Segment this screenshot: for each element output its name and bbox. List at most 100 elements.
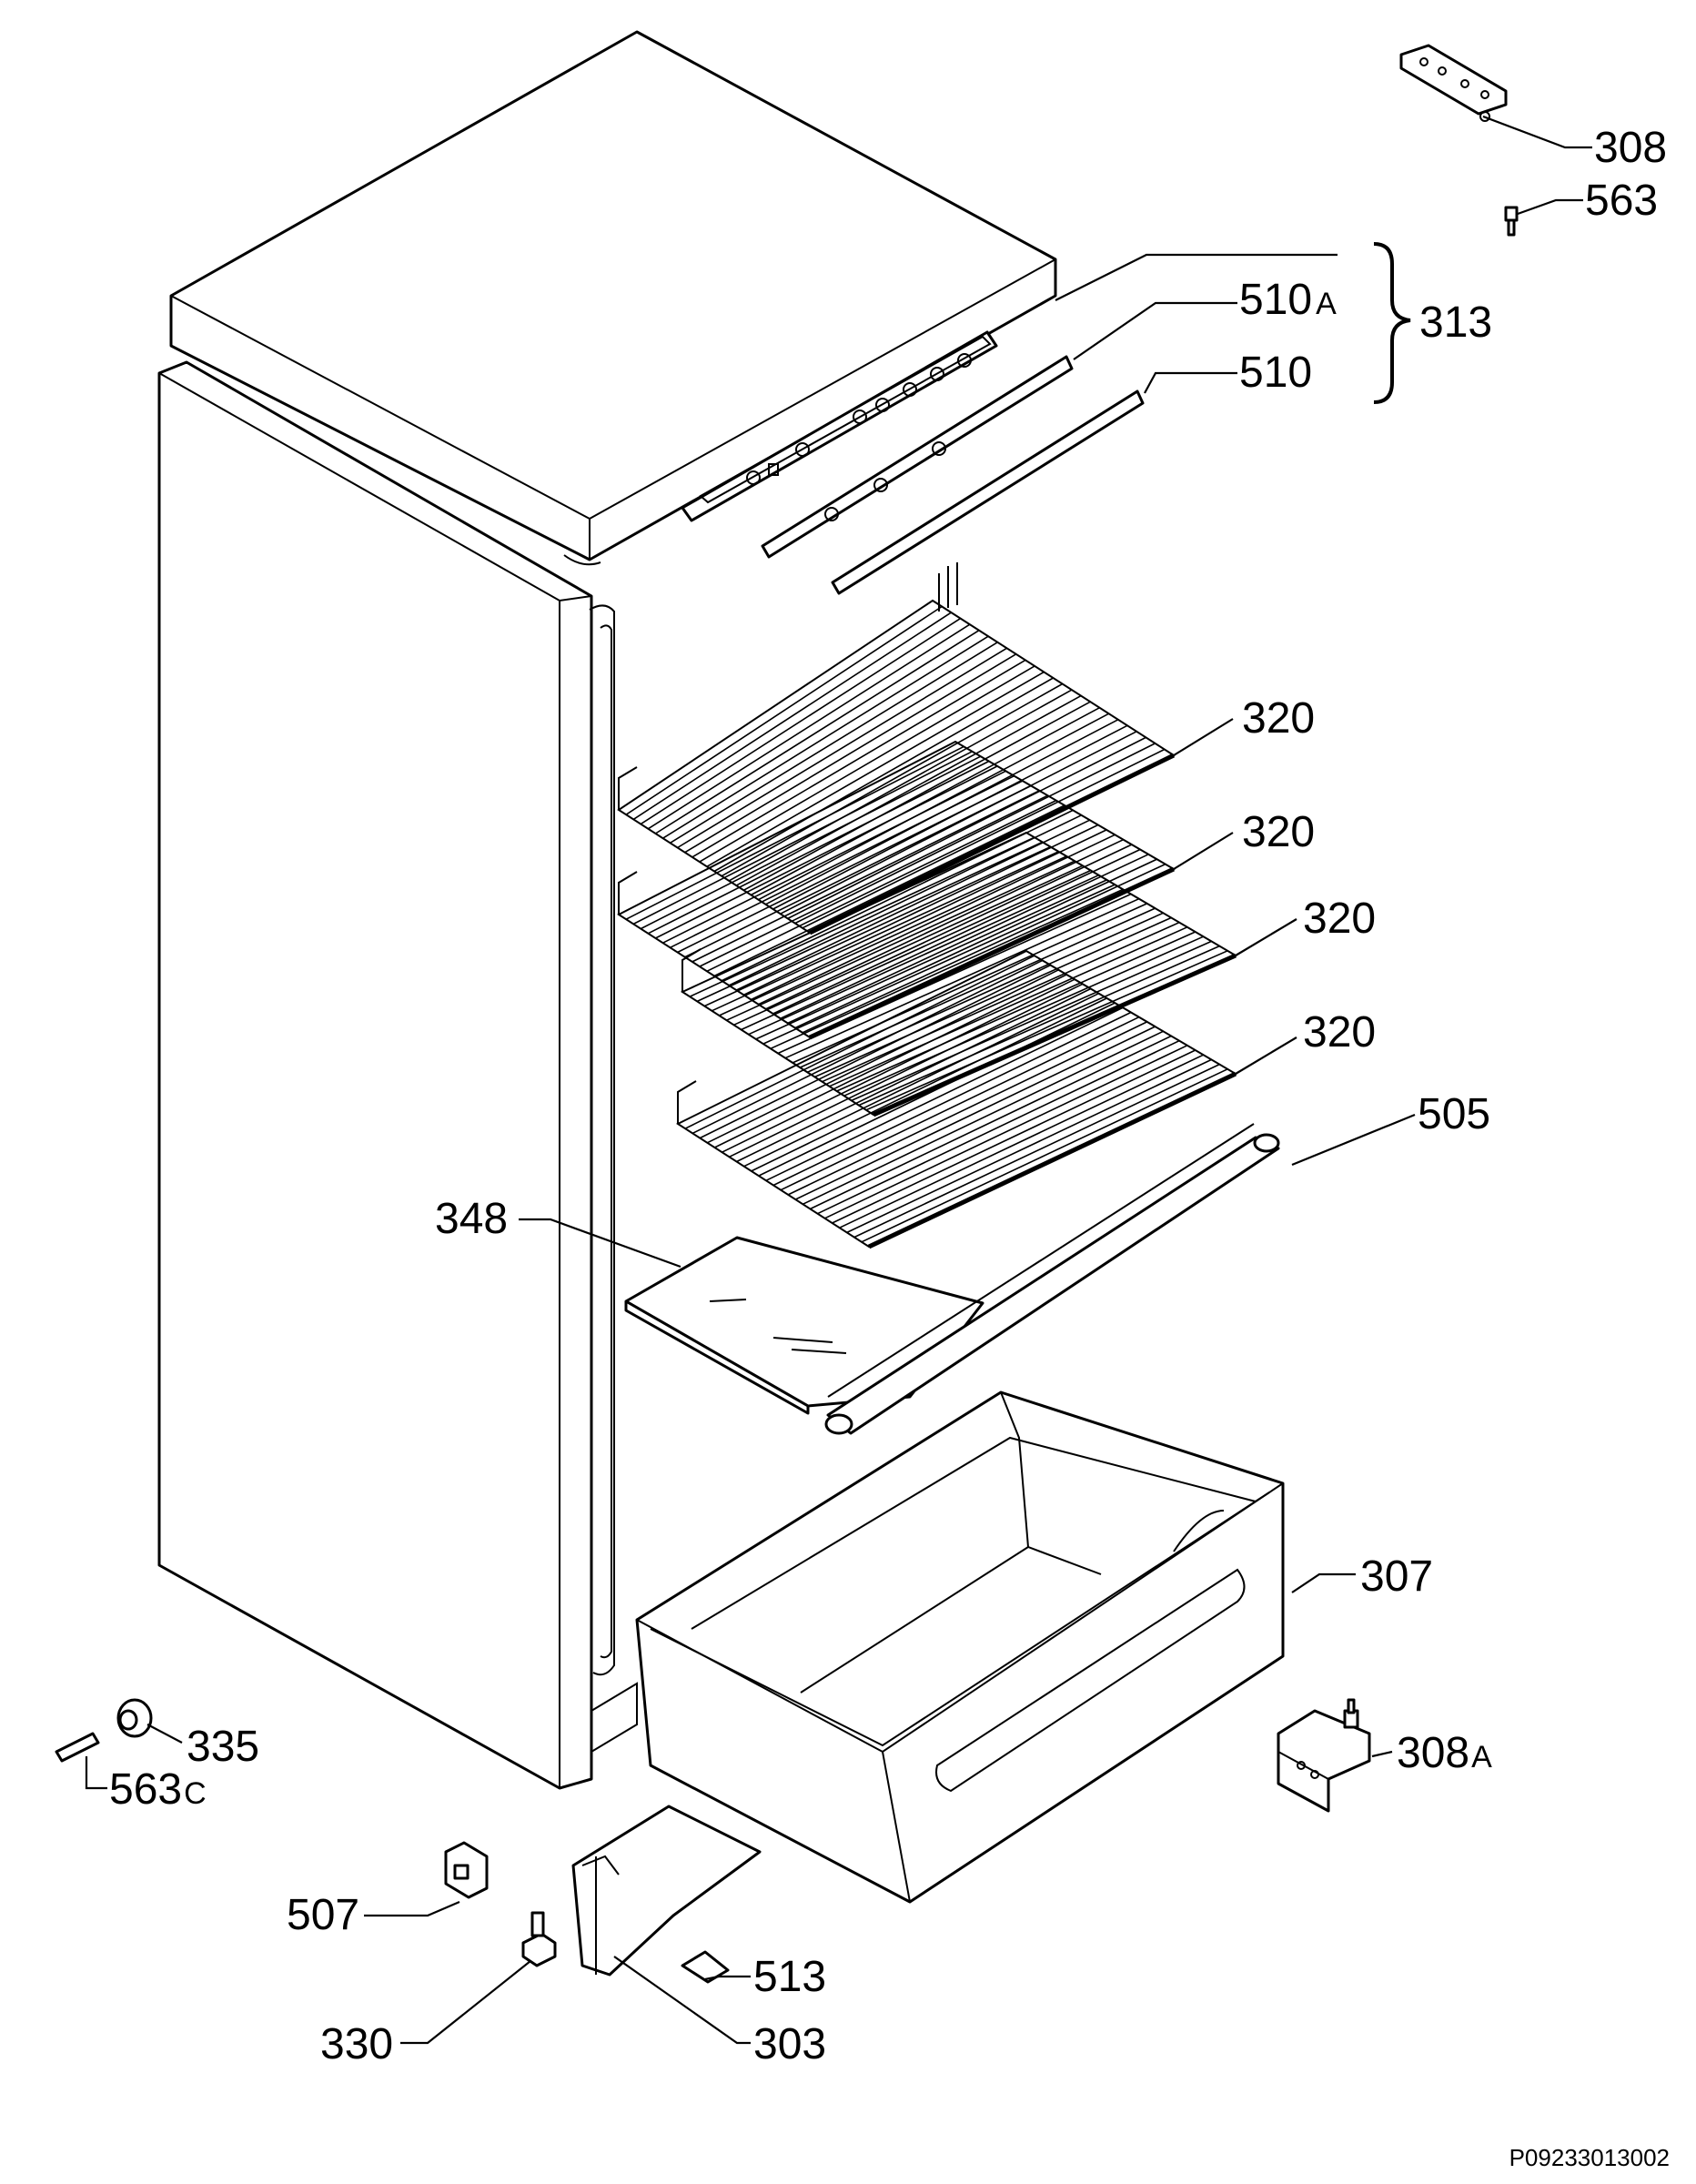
adjustable-foot-330: [521, 1911, 557, 1967]
pin-563c: [55, 1732, 100, 1763]
shelf-4-wire: [853, 1063, 1220, 1239]
label-p308a: 308A: [1397, 1729, 1492, 1777]
shelf-3-wire: [703, 845, 1051, 1007]
wire-shelves: [616, 599, 1238, 1249]
shelf-3-wire: [806, 912, 1164, 1074]
shelf-3-wire: [726, 860, 1075, 1021]
light-diffuser-510a: [761, 355, 1074, 559]
shelf-3-wire: [762, 884, 1116, 1045]
shelf-1-wire: [735, 694, 1082, 886]
shelf-1-wire: [787, 736, 1146, 920]
shelf-3-wire: [822, 921, 1180, 1083]
shelf-1-wire: [706, 671, 1045, 867]
label-p303: 303: [753, 2020, 826, 2068]
hinge-308a: [1277, 1698, 1371, 1813]
pin-563: [1504, 206, 1519, 237]
label-p320b: 320: [1242, 808, 1315, 856]
glass-front-strip: [824, 1123, 1280, 1435]
shelf-4-wire: [743, 992, 1099, 1168]
brace-313: [1373, 242, 1411, 404]
shelf-3-wire: [836, 931, 1196, 1092]
shelf-1-wire: [780, 731, 1137, 915]
shelf-3-wire: [865, 950, 1228, 1111]
shelf-3-wire: [711, 851, 1059, 1012]
glass-plate: [624, 1236, 984, 1415]
shelf-4-wire: [824, 1045, 1188, 1219]
shelf-2-wire: [802, 863, 1166, 1034]
shelf-4-wire: [794, 1026, 1156, 1200]
shelf-3-wire: [719, 855, 1067, 1016]
cover-pins: [938, 562, 958, 612]
shelf-4-wire: [699, 964, 1051, 1139]
shelf-4-wire: [772, 1011, 1132, 1187]
crisper-drawer: [635, 1390, 1285, 1904]
shelf-1-wire: [742, 701, 1091, 892]
shelf-4-wire: [817, 1039, 1180, 1215]
label-p307: 307: [1360, 1552, 1433, 1601]
shelf-1-wire: [728, 689, 1073, 882]
label-p510: 510: [1239, 349, 1312, 397]
shelf-1-wire: [692, 659, 1026, 858]
shelf-4: [675, 949, 1238, 1249]
shelf-3: [680, 831, 1238, 1117]
shelf-1-wire: [625, 605, 943, 815]
shelf-2-wire: [765, 838, 1124, 1010]
shelf-1-wire: [662, 635, 989, 839]
shelf-3-wire: [799, 907, 1156, 1068]
shelf-4-wire: [684, 955, 1035, 1129]
shelf-1-wire: [794, 743, 1156, 925]
shelf-4-wire: [780, 1016, 1140, 1191]
shelf-2-wire: [794, 858, 1157, 1029]
shelf-1-hook: [618, 766, 638, 810]
shelf-4-wire: [802, 1030, 1164, 1206]
shelf-4-wire: [706, 969, 1059, 1144]
shelf-3-wire: [696, 841, 1044, 1003]
shelf-3-wire: [770, 888, 1124, 1050]
cabinet-body: [157, 360, 638, 1790]
shelf-1-wire: [802, 748, 1166, 929]
diffuser-510: [831, 389, 1145, 595]
shelf-2-wire: [758, 834, 1116, 1006]
shelf-2-wire: [692, 790, 1040, 963]
shelf-3-wire: [741, 869, 1092, 1031]
shelf-4-wire: [846, 1058, 1212, 1234]
shelf-2-wire: [706, 799, 1057, 973]
hinge-308: [1399, 44, 1508, 122]
plinth-303: [571, 1805, 762, 1977]
leader-lines: [85, 115, 1592, 2045]
bushing-335: [116, 1698, 153, 1738]
shelf-2-wire: [751, 829, 1107, 1001]
shelf-2-wire: [632, 751, 973, 925]
shelf-4-wire: [832, 1049, 1196, 1224]
label-p308: 308: [1594, 124, 1667, 172]
label-p513: 513: [753, 1953, 826, 2001]
shelf-4-wire: [736, 987, 1092, 1163]
shelf-2-wire: [677, 780, 1024, 954]
shelf-2-hook: [618, 871, 638, 915]
shelf-2-wire: [699, 794, 1048, 967]
shelf-1-wire: [647, 623, 971, 830]
shelf-4-hook: [677, 1080, 697, 1124]
shelf-1: [617, 599, 1176, 935]
shelf-3-wire: [829, 926, 1188, 1087]
label-p320c: 320: [1303, 895, 1376, 943]
label-p563c: 563C: [109, 1765, 207, 1814]
shelf-3-wire: [814, 916, 1172, 1078]
shelf-2-wire: [662, 770, 1006, 944]
label-p505: 505: [1418, 1090, 1490, 1138]
label-p507: 507: [287, 1891, 359, 1939]
shelf-2-wire: [772, 844, 1133, 1015]
shelf-1-wire: [721, 682, 1064, 877]
shelf-1-wire: [677, 647, 1007, 849]
shelf-4-wire: [765, 1006, 1124, 1182]
shelf-1-wire: [751, 706, 1100, 896]
shelf-1-wire: [684, 653, 1017, 854]
shelf-1-wire: [640, 617, 962, 825]
shelf-4-front-bar: [867, 1071, 1237, 1249]
shelf-4-wire: [861, 1068, 1228, 1243]
shelf-1-front-bar: [808, 753, 1176, 935]
shelf-2-wire: [713, 804, 1065, 977]
shelf-3-wire: [784, 897, 1140, 1059]
